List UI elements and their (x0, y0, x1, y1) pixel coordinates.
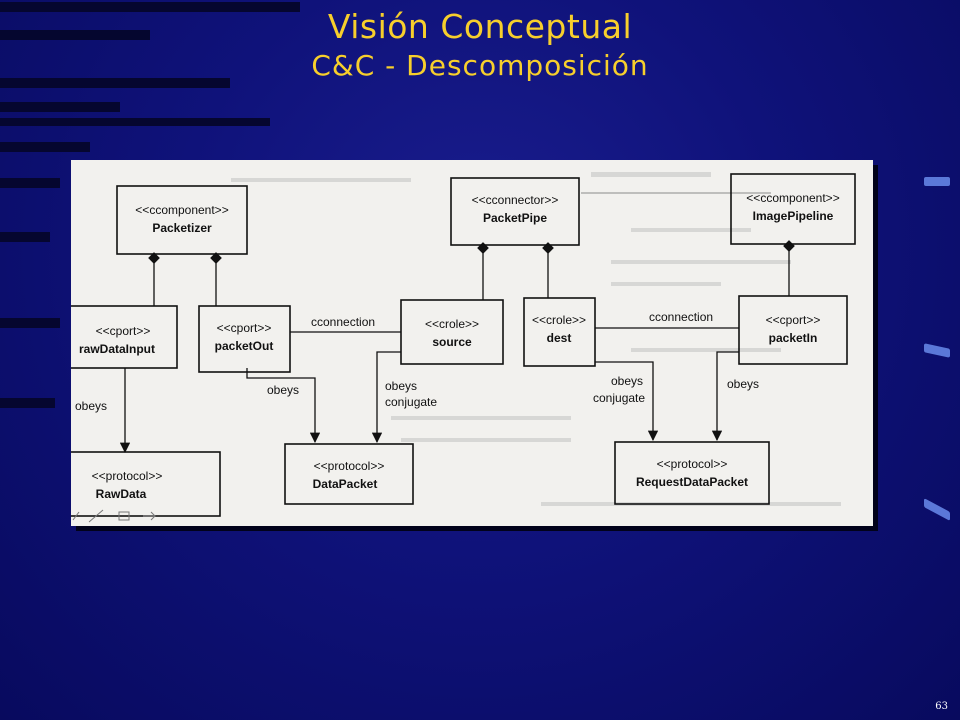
node-image-pipeline: <<ccomponent>> ImagePipeline (730, 173, 856, 245)
decorative-stripe (0, 178, 60, 188)
node-source: <<crole>> source (400, 299, 504, 365)
decorative-stripe (0, 78, 230, 88)
node-packetizer: <<ccomponent>> Packetizer (116, 185, 248, 255)
node-name: source (432, 335, 472, 349)
node-stereotype: <<protocol>> (657, 457, 728, 471)
decorative-edge-mark (924, 498, 950, 521)
node-name: rawDataInput (79, 342, 155, 356)
composition-links (148, 240, 795, 306)
node-name: PacketPipe (483, 211, 547, 225)
edge-label: obeys (611, 374, 643, 388)
obeys-arrow (711, 351, 739, 442)
edge-label: conjugate (593, 391, 645, 405)
decorative-stripe (0, 142, 90, 152)
node-packet-in: <<cport>> packetIn (738, 295, 848, 365)
node-stereotype: <<protocol>> (314, 459, 385, 473)
decorative-stripe (0, 2, 300, 12)
page-number: 63 (935, 701, 948, 712)
node-stereotype: <<cport>> (96, 324, 151, 338)
pencil-icon (72, 511, 80, 521)
connection-lines (290, 327, 739, 333)
node-raw-data: <<protocol>> RawData (71, 451, 221, 517)
obeys-arrows (119, 351, 739, 454)
scanned-diagram: <<ccomponent>> Packetizer <<cconnector>>… (71, 160, 873, 526)
architecture-diagram: <<ccomponent>> Packetizer <<cconnector>>… (71, 172, 856, 523)
edge-labels: cconnection cconnection obeys obeys obey… (75, 310, 759, 413)
node-packet-pipe: <<cconnector>> PacketPipe (450, 177, 580, 246)
decorative-edge-mark (924, 343, 950, 358)
node-stereotype: <<protocol>> (92, 469, 163, 483)
node-name: dest (547, 331, 572, 345)
arrow-icon (143, 511, 156, 521)
node-dest: <<crole>> dest (523, 297, 596, 367)
node-name: ImagePipeline (753, 209, 834, 223)
slide-title: Visión Conceptual (327, 7, 633, 46)
node-name: packetOut (215, 339, 274, 353)
obeys-arrow (371, 351, 401, 444)
obeys-arrow (595, 361, 659, 442)
edge-label: cconnection (311, 315, 375, 329)
decorative-stripe (0, 232, 50, 242)
decorative-stripe (0, 30, 150, 40)
node-stereotype: <<cconnector>> (472, 193, 559, 207)
edge-label: obeys (385, 379, 417, 393)
node-stereotype: <<crole>> (532, 313, 586, 327)
box-icon (118, 511, 130, 521)
node-stereotype: <<ccomponent>> (135, 203, 228, 217)
obeys-arrow (246, 368, 321, 444)
node-name: RequestDataPacket (636, 475, 748, 489)
node-name: Packetizer (152, 221, 212, 235)
decorative-stripe (0, 102, 120, 112)
decorative-stripe (0, 318, 60, 328)
node-raw-data-input: <<cport>> rawDataInput (71, 305, 178, 369)
edge-label: cconnection (649, 310, 713, 324)
node-data-packet: <<protocol>> DataPacket (284, 443, 414, 505)
node-packet-out: <<cport>> packetOut (198, 305, 291, 373)
edge-label: obeys (727, 377, 759, 391)
edge-label: conjugate (385, 395, 437, 409)
node-name: packetIn (769, 331, 818, 345)
pen-icon (88, 509, 104, 523)
node-stereotype: <<cport>> (217, 321, 272, 335)
edge-label: obeys (267, 383, 299, 397)
decorative-edge-mark (924, 177, 950, 186)
node-request-data-packet: <<protocol>> RequestDataPacket (614, 441, 770, 505)
slide-subtitle: C&C - Descomposición (311, 49, 649, 82)
node-stereotype: <<ccomponent>> (746, 191, 839, 205)
decorative-stripe (0, 118, 270, 126)
edge-label: obeys (75, 399, 107, 413)
node-name: RawData (96, 487, 147, 501)
decorative-stripe (0, 398, 55, 408)
slide-header: Visión Conceptual C&C - Descomposición (0, 6, 960, 84)
node-name: DataPacket (313, 477, 378, 491)
scan-toolbar-icons (72, 509, 156, 523)
node-stereotype: <<cport>> (766, 313, 821, 327)
node-stereotype: <<crole>> (425, 317, 479, 331)
